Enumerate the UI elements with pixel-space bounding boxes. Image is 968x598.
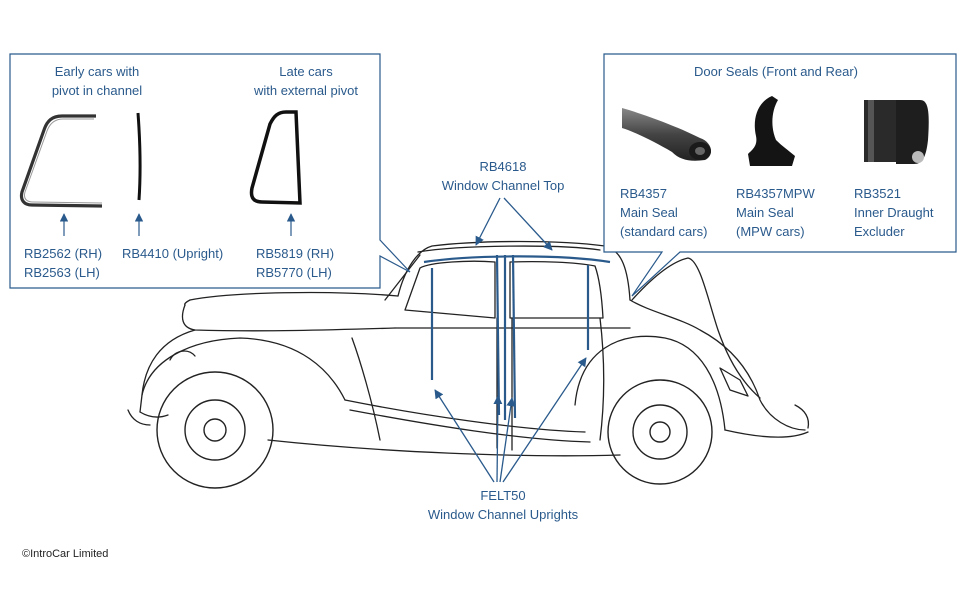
callout-window-channel-top: RB4618 Window Channel Top — [420, 157, 586, 195]
seal-rb4357mpw-image — [748, 96, 795, 166]
callout-window-channel-uprights: FELT50 Window Channel Uprights — [408, 486, 598, 524]
callout-bottom-line2: Window Channel Uprights — [427, 507, 579, 522]
seal-rb4357mpw-line2: Main Seal — [736, 205, 794, 220]
part-rb5819-line2: RB5770 (LH) — [256, 265, 332, 280]
right-panel-box — [603, 53, 957, 297]
seal-rb4357-line1: RB4357 — [620, 186, 667, 201]
rear-wheel — [607, 379, 713, 485]
callout-top-line1: RB4618 — [479, 159, 527, 174]
part-rb2562-label: RB2562 (RH) RB2563 (LH) — [24, 244, 102, 282]
seal-rb3521-line1: RB3521 — [854, 186, 901, 201]
seal-rb3521-line2: Inner Draught — [854, 205, 934, 220]
part-rb4410-label: RB4410 (Upright) — [122, 246, 224, 261]
seal-rb3521-line3: Excluder — [854, 224, 905, 239]
callout-bottom-line1: FELT50 — [480, 488, 526, 503]
window-channel-highlight — [423, 254, 611, 420]
left-panel-box — [9, 53, 411, 289]
part-rb2562-line1: RB2562 (RH) — [24, 246, 103, 261]
seal-rb4357-line3: (standard cars) — [620, 224, 708, 239]
copyright-notice: ©IntroCar Limited — [22, 548, 109, 560]
late-cars-heading: Late cars with external pivot — [236, 62, 376, 100]
door-seals-heading: Door Seals (Front and Rear) — [694, 64, 859, 79]
part-rb5819-line1: RB5819 (RH) — [256, 246, 335, 261]
seal-rb4357mpw-label: RB4357MPW Main Seal (MPW cars) — [736, 184, 815, 241]
callout-top-line2: Window Channel Top — [441, 178, 565, 193]
seal-rb3521-image — [864, 100, 929, 164]
seal-rb4357mpw-line3: (MPW cars) — [736, 224, 805, 239]
seal-rb4357mpw-line1: RB4357MPW — [736, 186, 815, 201]
seal-rb4357-line2: Main Seal — [620, 205, 678, 220]
seal-rb4357-image — [622, 108, 712, 161]
early-cars-heading: Early cars with pivot in channel — [36, 62, 158, 100]
late-frame-part — [249, 110, 302, 205]
seal-rb3521-label: RB3521 Inner Draught Excluder — [854, 184, 934, 241]
early-heading-line1: Early cars with — [54, 64, 140, 79]
part-rb5819-label: RB5819 (RH) RB5770 (LH) — [256, 244, 334, 282]
front-wheel — [156, 371, 274, 489]
car-outline — [127, 240, 810, 457]
seal-rb4357-label: RB4357 Main Seal (standard cars) — [620, 184, 707, 241]
part-rb2562-line2: RB2563 (LH) — [24, 265, 100, 280]
late-heading-line2: with external pivot — [253, 83, 359, 98]
early-heading-line2: pivot in channel — [51, 83, 143, 98]
early-channel-part — [19, 114, 103, 208]
late-heading-line1: Late cars — [279, 64, 333, 79]
upright-channel-part — [136, 112, 142, 201]
